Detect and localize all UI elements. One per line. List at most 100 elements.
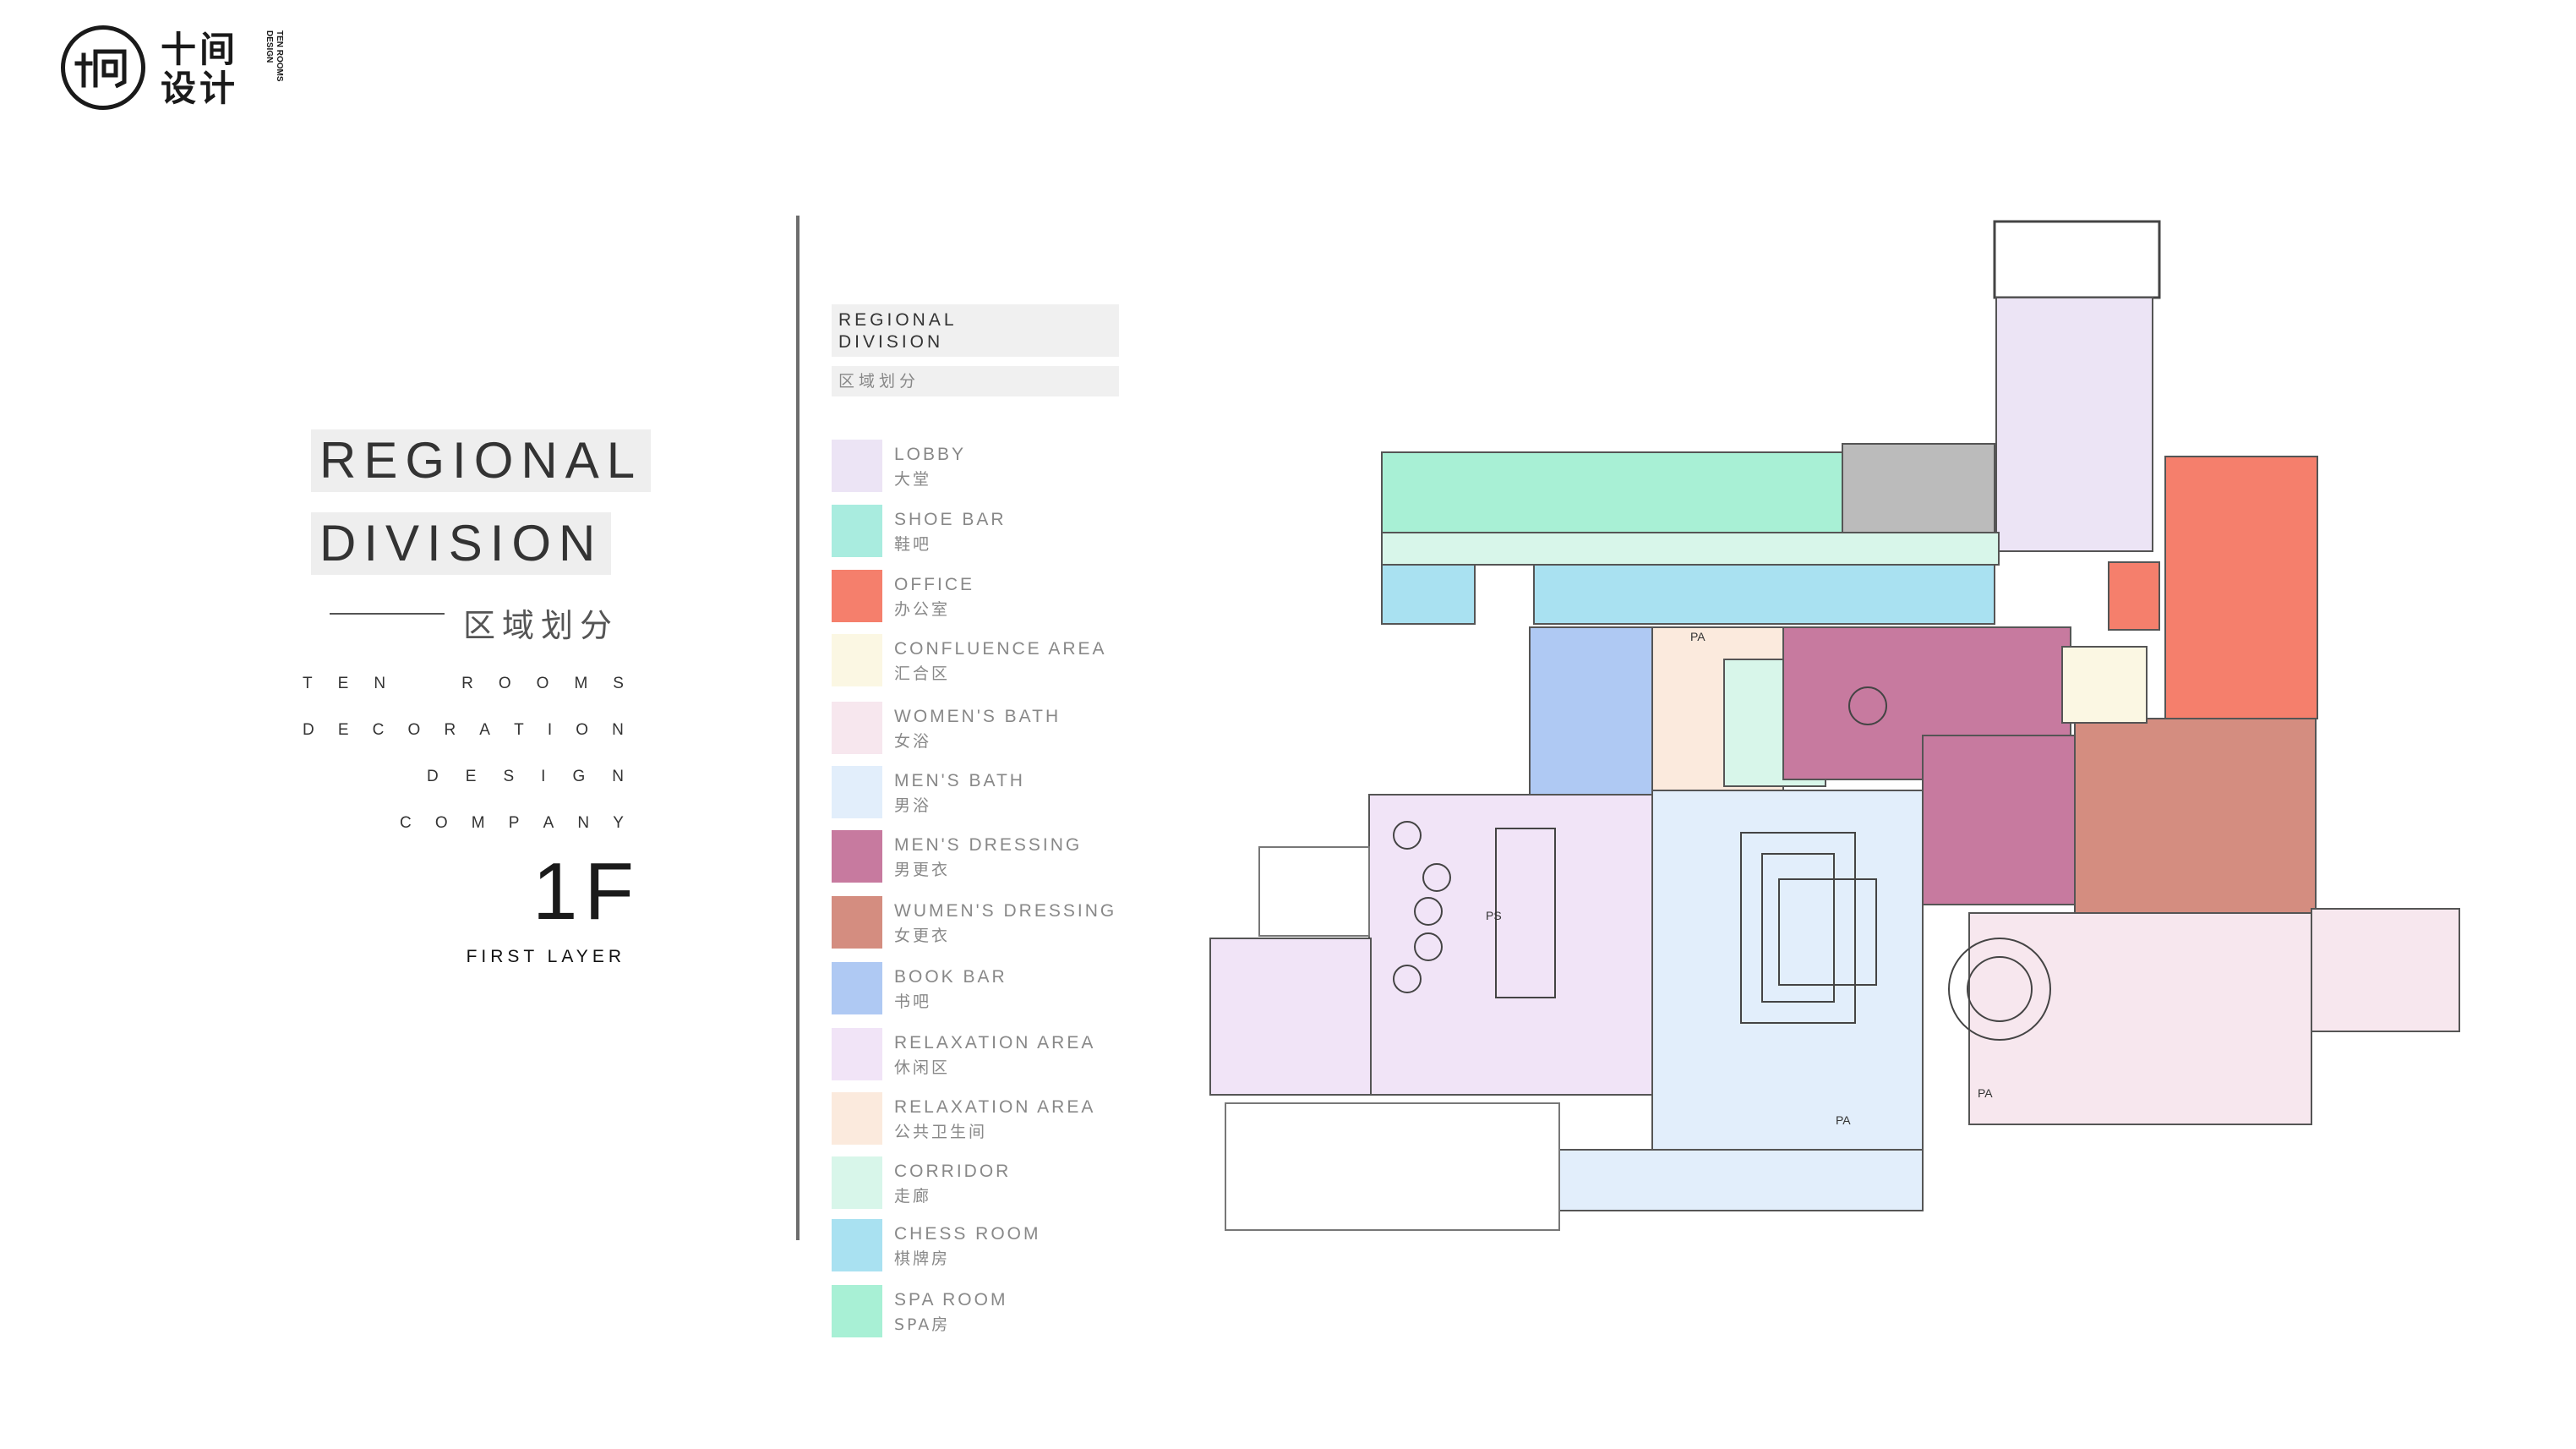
company-letter: N bbox=[577, 814, 590, 832]
legend-item-lobby: LOBBY 大堂 bbox=[832, 440, 1170, 494]
legend-item-mens-dressing: MEN'S DRESSING 男更衣 bbox=[832, 830, 1170, 884]
floor-subtitle: FIRST LAYER bbox=[466, 947, 625, 966]
zone-book-bar bbox=[1529, 626, 1653, 806]
legend-label-en: RELAXATION AREA bbox=[894, 1097, 1096, 1117]
legend-label-en: BOOK BAR bbox=[894, 967, 1007, 987]
legend-label-cn: 休闲区 bbox=[894, 1058, 951, 1077]
lounge-table-4 bbox=[1414, 932, 1443, 961]
legend-label-cn: 男浴 bbox=[894, 796, 932, 815]
legend-item-public-toilet: RELAXATION AREA 公共卫生间 bbox=[832, 1092, 1170, 1146]
logo-english-name: TEN ROOMS DESIGN bbox=[265, 30, 284, 82]
zone-confluence bbox=[2061, 646, 2148, 724]
company-letter: E bbox=[465, 768, 477, 785]
legend-label-en: WUMEN'S DRESSING bbox=[894, 901, 1117, 921]
company-letter: O bbox=[536, 675, 549, 692]
entrance-canopy bbox=[1993, 220, 2161, 299]
company-letter: O bbox=[434, 814, 448, 832]
zone-mens-bath bbox=[1651, 790, 1924, 1189]
company-letter: C bbox=[400, 814, 412, 832]
lounge-table-1 bbox=[1393, 821, 1422, 850]
pool-large bbox=[1740, 832, 1856, 1024]
legend-label-en: OFFICE bbox=[894, 575, 974, 594]
legend-header-en: REGIONAL DIVISION bbox=[832, 304, 1119, 357]
plan-label-pa-1: PA bbox=[1690, 630, 1706, 643]
logo-chinese-name: 十间设计 bbox=[161, 29, 239, 109]
zone-mens-dressing-lockers bbox=[1922, 735, 2076, 905]
plan-label-ps: PS bbox=[1486, 909, 1502, 922]
legend-swatch bbox=[832, 440, 882, 492]
legend-swatch bbox=[832, 830, 882, 883]
lounge-table-2 bbox=[1422, 863, 1451, 892]
company-letter: D bbox=[303, 721, 314, 739]
zone-corridor-north bbox=[1381, 532, 2000, 566]
zone-chess-room-a bbox=[1381, 564, 1476, 625]
brand-logo: 十间设计 TEN ROOMS DESIGN bbox=[61, 24, 297, 118]
company-letter: G bbox=[572, 768, 586, 785]
legend-label-en: SPA ROOM bbox=[894, 1290, 1008, 1310]
round-feature bbox=[1848, 686, 1887, 725]
company-line-design: D E S I G N bbox=[427, 768, 624, 786]
company-letter: S bbox=[503, 768, 515, 785]
company-letter: T bbox=[514, 721, 524, 739]
legend-swatch bbox=[832, 1156, 882, 1209]
legend-label-en: CORRIDOR bbox=[894, 1162, 1012, 1181]
zone-service-strip bbox=[1842, 443, 1995, 533]
legend-label-cn: 办公室 bbox=[894, 600, 951, 619]
legend-item-womens-dressing: WUMEN'S DRESSING 女更衣 bbox=[832, 896, 1170, 950]
zone-hatched-south bbox=[1225, 1102, 1560, 1231]
title-chinese: 区域划分 bbox=[463, 607, 619, 644]
legend-label-cn: SPA房 bbox=[894, 1315, 951, 1334]
zone-mens-bath-south bbox=[1558, 1149, 1924, 1211]
zone-chess-room-b bbox=[1533, 564, 1995, 625]
company-letter: N bbox=[612, 768, 624, 785]
legend-label-en: CHESS ROOM bbox=[894, 1224, 1041, 1244]
lounge-table-3 bbox=[1414, 897, 1443, 926]
floor-plan: PS PA PA PA bbox=[1209, 220, 2460, 1231]
legend-swatch bbox=[832, 702, 882, 754]
zone-relaxation bbox=[1368, 794, 1653, 1096]
title-division: DIVISION bbox=[311, 512, 612, 575]
plan-label-pa-3: PA bbox=[1978, 1086, 1993, 1100]
company-line-ten-rooms: T E N R O O M S bbox=[303, 675, 624, 693]
company-letter: R bbox=[461, 675, 473, 692]
legend-item-book-bar: BOOK BAR 书吧 bbox=[832, 962, 1170, 1016]
zone-hatched-north bbox=[1258, 846, 1370, 937]
legend-item-relaxation-area: RELAXATION AREA 休闲区 bbox=[832, 1028, 1170, 1082]
legend-swatch bbox=[832, 505, 882, 557]
company-letter: E bbox=[337, 675, 349, 692]
zone-office-small bbox=[2108, 561, 2160, 631]
logo-mark-icon bbox=[61, 25, 145, 110]
round-pool-inner bbox=[1967, 956, 2033, 1022]
company-line-decoration: D E C O R A T I O N bbox=[303, 721, 624, 740]
legend-label-en: RELAXATION AREA bbox=[894, 1033, 1096, 1053]
legend-label-cn: 棋牌房 bbox=[894, 1249, 951, 1268]
legend-swatch bbox=[832, 1285, 882, 1337]
legend-swatch bbox=[832, 896, 882, 949]
floor-number: 1F bbox=[532, 846, 641, 937]
zone-office bbox=[2164, 456, 2318, 719]
zone-spa-room-strip bbox=[1381, 451, 1890, 533]
company-letter: R bbox=[444, 721, 456, 739]
zone-womens-bath bbox=[1968, 912, 2312, 1125]
company-letter: N bbox=[612, 721, 624, 739]
legend-label-en: SHOE BAR bbox=[894, 510, 1007, 529]
legend-label-cn: 大堂 bbox=[894, 470, 932, 489]
title-rule bbox=[330, 613, 445, 615]
legend-swatch bbox=[832, 1028, 882, 1080]
legend-label-en: LOBBY bbox=[894, 445, 967, 464]
zone-relaxation-west bbox=[1209, 938, 1372, 1096]
legend-swatch bbox=[832, 570, 882, 622]
zone-womens-bath-east bbox=[2311, 908, 2460, 1032]
legend-label-en: MEN'S DRESSING bbox=[894, 835, 1083, 855]
legend-item-chess-room: CHESS ROOM 棋牌房 bbox=[832, 1219, 1170, 1273]
vertical-divider bbox=[796, 216, 800, 1240]
company-letter: Y bbox=[613, 814, 624, 832]
legend-label-en: MEN'S BATH bbox=[894, 771, 1025, 790]
company-letter: A bbox=[543, 814, 554, 832]
legend-label-cn: 公共卫生间 bbox=[894, 1123, 988, 1141]
legend-item-shoe-bar: SHOE BAR 鞋吧 bbox=[832, 505, 1170, 559]
legend-swatch bbox=[832, 1092, 882, 1145]
legend-swatch bbox=[832, 766, 882, 818]
company-letter: D bbox=[427, 768, 439, 785]
legend-label-cn: 走廊 bbox=[894, 1187, 932, 1206]
